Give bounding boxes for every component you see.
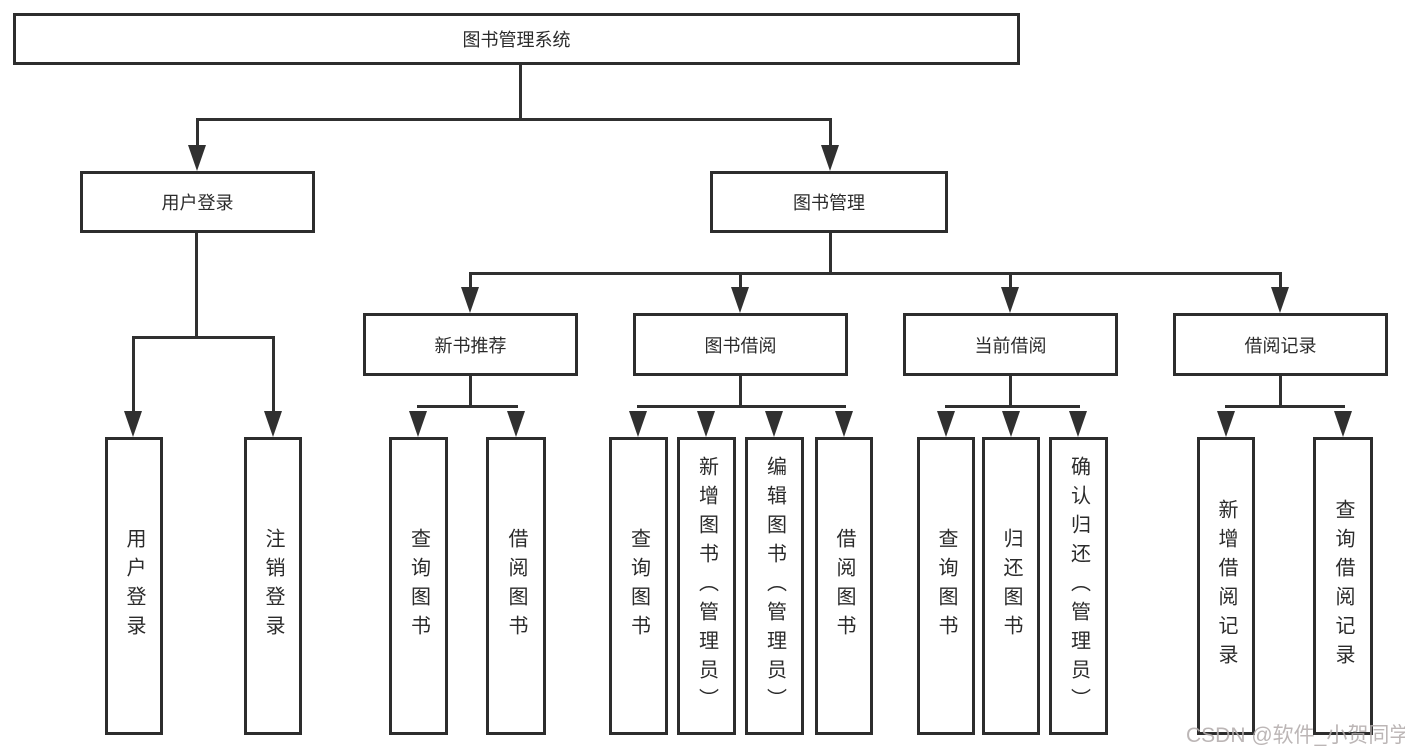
arrow-down-icon <box>697 411 715 437</box>
connector-line <box>1009 272 1012 292</box>
connector-line <box>469 272 472 292</box>
connector-line <box>1009 376 1012 407</box>
connector-line <box>195 233 198 338</box>
arrow-down-icon <box>1334 411 1352 437</box>
node-edit-books-admin: 编辑图书（管理员） <box>745 437 804 735</box>
node-label: 借阅图书 <box>833 528 855 644</box>
arrow-down-icon <box>629 411 647 437</box>
arrow-down-icon <box>1217 411 1235 437</box>
connector-line <box>637 405 846 408</box>
connector-line <box>739 376 742 407</box>
arrow-down-icon <box>188 145 206 171</box>
connector-line <box>196 118 199 150</box>
node-add-borrow-record: 新增借阅记录 <box>1197 437 1255 735</box>
connector-line <box>417 405 518 408</box>
node-borrowing-records: 借阅记录 <box>1173 313 1388 376</box>
node-label: 图书管理系统 <box>462 30 571 50</box>
arrow-down-icon <box>264 411 282 437</box>
connector-line <box>1279 272 1282 292</box>
node-label: 新增借阅记录 <box>1215 499 1237 673</box>
arrow-down-icon <box>507 411 525 437</box>
arrow-down-icon <box>1001 287 1019 313</box>
connector-line <box>1225 405 1345 408</box>
arrow-down-icon <box>1069 411 1087 437</box>
node-label: 确认归还（管理员） <box>1067 455 1090 717</box>
node-query-books: 查询图书 <box>609 437 668 735</box>
node-query-borrow-record: 查询借阅记录 <box>1313 437 1373 735</box>
connector-line <box>272 336 275 416</box>
node-borrow-books: 借阅图书 <box>486 437 546 735</box>
arrow-down-icon <box>409 411 427 437</box>
node-label: 归还图书 <box>1000 528 1022 644</box>
node-label: 图书管理 <box>793 193 865 213</box>
node-label: 用户登录 <box>123 528 145 644</box>
node-label: 用户登录 <box>161 193 234 213</box>
node-user-login: 用户登录 <box>80 171 315 233</box>
node-query-books: 查询图书 <box>389 437 448 735</box>
arrow-down-icon <box>1271 287 1289 313</box>
connector-line <box>196 118 832 121</box>
arrow-down-icon <box>765 411 783 437</box>
node-return-books: 归还图书 <box>982 437 1040 735</box>
node-label: 当前借阅 <box>974 335 1047 356</box>
connector-line <box>945 405 1080 408</box>
connector-line <box>829 118 832 150</box>
connector-line <box>469 376 472 407</box>
connector-line <box>739 272 742 292</box>
arrow-down-icon <box>124 411 142 437</box>
arrow-down-icon <box>821 145 839 171</box>
node-label: 编辑图书（管理员） <box>763 455 786 717</box>
connector-line <box>132 336 135 416</box>
arrow-down-icon <box>835 411 853 437</box>
connector-line <box>469 272 1282 275</box>
node-logout-leaf: 注销登录 <box>244 437 302 735</box>
node-user-login-leaf: 用户登录 <box>105 437 163 735</box>
node-new-book-recommendation: 新书推荐 <box>363 313 578 376</box>
node-current-borrowing: 当前借阅 <box>903 313 1118 376</box>
node-label: 查询图书 <box>935 528 957 644</box>
watermark-text: CSDN @软件_小贺同学 <box>1186 724 1405 747</box>
node-library-management-system: 图书管理系统 <box>13 13 1020 65</box>
node-label: 图书借阅 <box>704 335 777 356</box>
connector-line <box>1279 376 1282 407</box>
node-confirm-return-admin: 确认归还（管理员） <box>1049 437 1108 735</box>
connector-line <box>132 336 275 339</box>
node-label: 注销登录 <box>262 528 284 644</box>
node-label: 查询图书 <box>627 528 650 644</box>
node-label: 新书推荐 <box>434 335 507 356</box>
node-borrow-books: 借阅图书 <box>815 437 873 735</box>
connector-line <box>519 65 522 120</box>
node-book-management: 图书管理 <box>710 171 948 233</box>
arrow-down-icon <box>937 411 955 437</box>
node-book-borrowing: 图书借阅 <box>633 313 848 376</box>
node-add-books-admin: 新增图书（管理员） <box>677 437 736 735</box>
node-label: 查询图书 <box>407 528 430 644</box>
arrow-down-icon <box>1002 411 1020 437</box>
node-label: 借阅图书 <box>505 528 527 644</box>
arrow-down-icon <box>461 287 479 313</box>
node-query-books: 查询图书 <box>917 437 975 735</box>
node-label: 新增图书（管理员） <box>695 455 718 717</box>
node-label: 借阅记录 <box>1244 335 1317 356</box>
connector-line <box>829 233 832 274</box>
node-label: 查询借阅记录 <box>1332 499 1354 673</box>
arrow-down-icon <box>731 287 749 313</box>
